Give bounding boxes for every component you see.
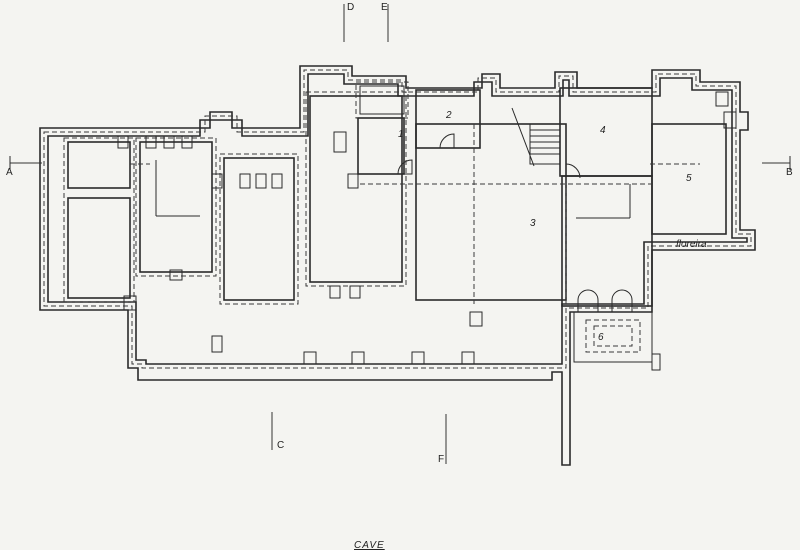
room-5-label: 5 [686, 173, 692, 184]
section-mark-f: F [438, 454, 444, 465]
patio-6 [573, 289, 661, 371]
room-4-label: 4 [600, 125, 606, 136]
section-lines [9, 4, 791, 464]
planter-label: floreira [676, 239, 707, 250]
section-mark-e: E [381, 2, 388, 13]
right-block-rooms [357, 87, 727, 307]
outer-walls [39, 65, 756, 466]
room-3-label: 3 [530, 218, 536, 229]
room-6-label: 6 [598, 332, 604, 343]
left-wing-rooms [63, 81, 409, 305]
section-mark-d: D [347, 2, 354, 13]
section-mark-b: B [786, 167, 793, 178]
plan-title: CAVE [354, 540, 385, 550]
room-1-label: 1 [398, 129, 404, 140]
section-mark-c: C [277, 440, 284, 451]
pilasters [117, 91, 737, 365]
section-mark-a: A [6, 167, 13, 178]
room-2-label: 2 [445, 110, 452, 121]
